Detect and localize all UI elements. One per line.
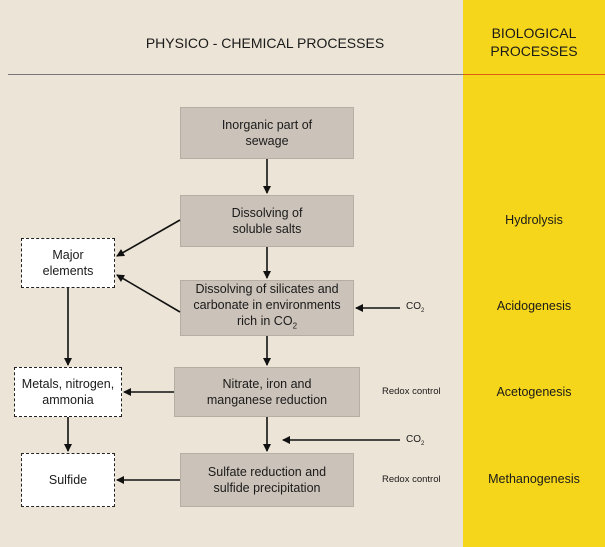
box-dissolving-soluble-salts: Dissolving of soluble salts bbox=[180, 195, 354, 247]
box-metals-nitrogen-ammonia: Metals, nitrogen, ammonia bbox=[14, 367, 122, 417]
box-sulfate-reduction: Sulfate reduction and sulfide precipitat… bbox=[180, 453, 354, 507]
box-nitrate-reduction: Nitrate, iron and manganese reduction bbox=[174, 367, 360, 417]
stage-hydrolysis: Hydrolysis bbox=[505, 213, 563, 227]
stage-acidogenesis: Acidogenesis bbox=[496, 299, 572, 313]
stage-methanogenesis: Methanogenesis bbox=[488, 472, 580, 486]
stage-acetogenesis: Acetogenesis bbox=[496, 385, 572, 399]
header-divider-bio bbox=[463, 74, 605, 75]
biological-header: BIOLOGICAL PROCESSES bbox=[490, 25, 578, 59]
co2-label-a: CO2 bbox=[406, 301, 425, 314]
box-dissolving-silicates-text: Dissolving of silicates and carbonate in… bbox=[193, 282, 341, 331]
redox-control-label-a: Redox control bbox=[382, 386, 441, 397]
physico-chemical-header: PHYSICO - CHEMICAL PROCESSES bbox=[145, 35, 385, 51]
box-major-elements: Major elements bbox=[21, 238, 115, 288]
box-sulfide: Sulfide bbox=[21, 453, 115, 507]
arrow-silicates-to-major bbox=[116, 274, 181, 313]
arrow-salts-to-major bbox=[116, 219, 181, 257]
box-inorganic-sewage: Inorganic part of sewage bbox=[180, 107, 354, 159]
box-dissolving-silicates: Dissolving of silicates and carbonate in… bbox=[180, 280, 354, 336]
biological-column bbox=[463, 0, 605, 547]
header-divider bbox=[8, 74, 463, 75]
redox-control-label-b: Redox control bbox=[382, 474, 441, 485]
co2-label-b: CO2 bbox=[406, 434, 425, 447]
